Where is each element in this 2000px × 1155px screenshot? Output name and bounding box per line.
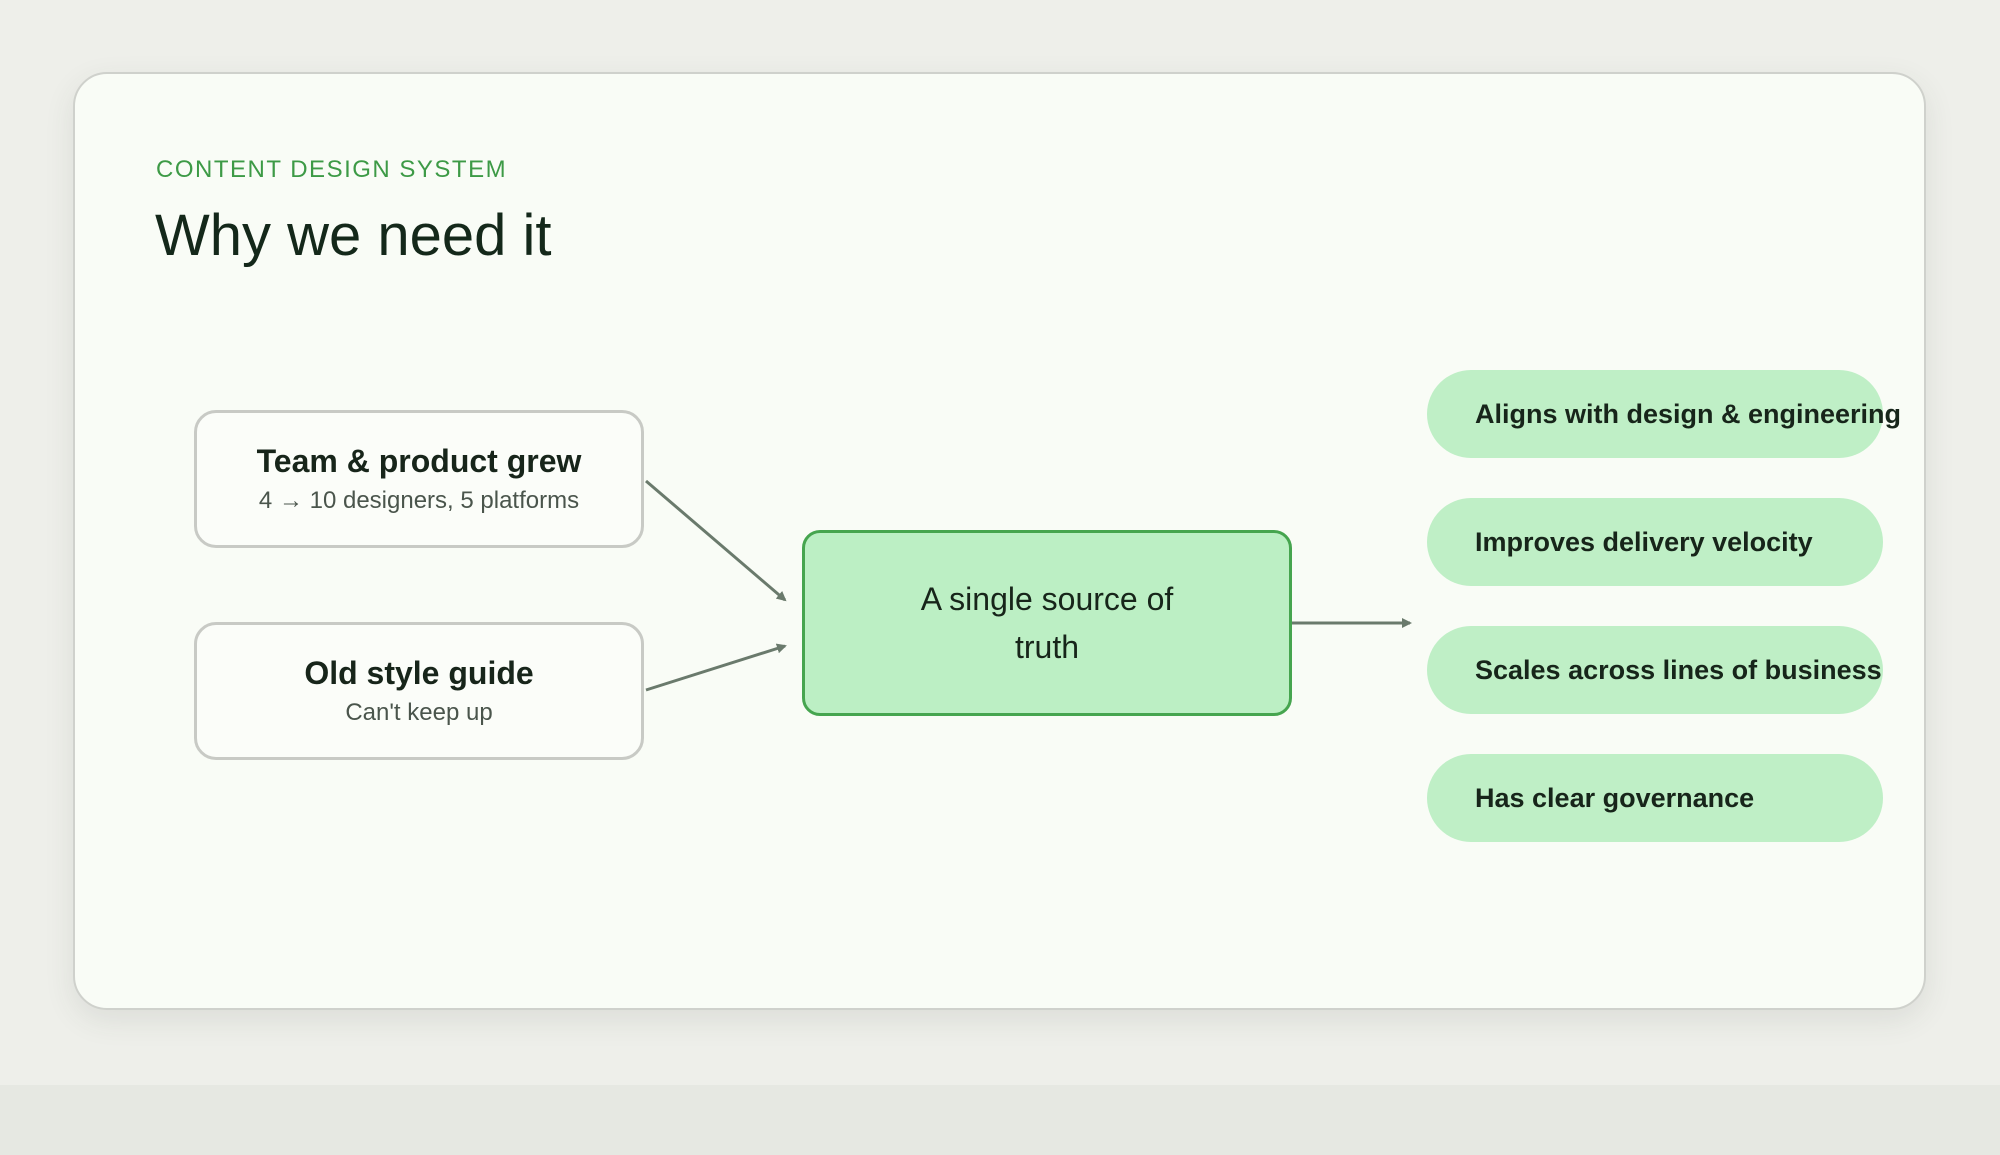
input-box-old-style-guide: Old style guide Can't keep up xyxy=(194,622,644,760)
input-subtitle: Can't keep up xyxy=(345,698,493,726)
outcome-label: Has clear governance xyxy=(1475,782,1755,813)
slide-eyebrow: CONTENT DESIGN SYSTEM xyxy=(156,156,508,183)
page-bottom-band xyxy=(0,1085,2000,1155)
outcome-pill-governance: Has clear governance xyxy=(1427,754,1883,842)
outcome-label: Improves delivery velocity xyxy=(1475,526,1813,557)
outcome-label: Scales across lines of business xyxy=(1475,654,1882,685)
input-title: Team & product grew xyxy=(256,443,582,480)
flow-diagram: Team & product grew 4 → 10 designers, 5 … xyxy=(75,74,1924,1008)
connector-styleguide-to-center xyxy=(645,643,787,692)
outcome-pill-alignment: Aligns with design & engineering xyxy=(1427,370,1901,458)
input-subtitle: 4 → 10 designers, 5 platforms xyxy=(258,486,580,514)
slide-card: CONTENT DESIGN SYSTEM Why we need it Tea… xyxy=(73,72,1926,1010)
input-title: Old style guide xyxy=(304,655,534,692)
connector-team-to-center xyxy=(645,479,787,602)
center-box-source-of-truth: A single source of truth xyxy=(802,530,1292,716)
center-label: A single source of truth xyxy=(920,581,1174,665)
outcome-pill-scale: Scales across lines of business xyxy=(1427,626,1883,714)
outcome-label: Aligns with design & engineering xyxy=(1475,398,1902,429)
outcome-pill-velocity: Improves delivery velocity xyxy=(1427,498,1883,586)
input-box-team-growth: Team & product grew 4 → 10 designers, 5 … xyxy=(194,410,644,548)
slide-title: Why we need it xyxy=(155,203,552,268)
